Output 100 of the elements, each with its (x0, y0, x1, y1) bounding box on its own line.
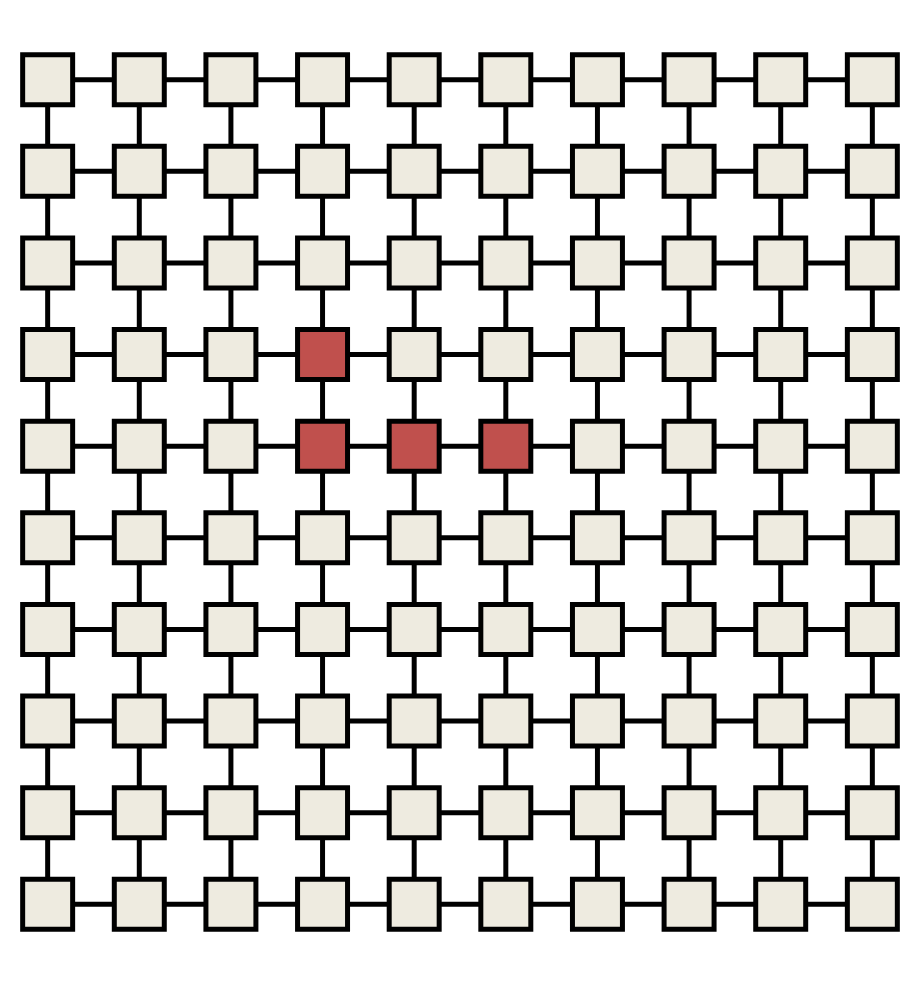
connector (714, 351, 756, 357)
node-box (386, 142, 442, 198)
connector (622, 442, 664, 448)
connector (136, 287, 142, 329)
connector (320, 287, 326, 329)
connector (778, 745, 784, 787)
node-box (386, 326, 442, 382)
node-box (20, 600, 76, 656)
node-box (844, 51, 900, 107)
connector (503, 104, 509, 145)
connector (256, 442, 298, 448)
node-box (386, 51, 442, 107)
connector (622, 76, 664, 82)
node-box (478, 784, 534, 840)
connector (320, 653, 326, 695)
node-box (661, 509, 717, 565)
node-box (753, 784, 809, 840)
connector (347, 809, 389, 815)
connector (45, 653, 51, 695)
connector (714, 76, 756, 82)
node-box (203, 417, 259, 473)
connector (411, 287, 417, 329)
connector (805, 167, 847, 173)
connector (72, 167, 114, 173)
node-box (386, 784, 442, 840)
node-box (20, 417, 76, 473)
connector (530, 625, 572, 631)
node-box (20, 784, 76, 840)
node-box (203, 600, 259, 656)
connector (805, 76, 847, 82)
connector (778, 562, 784, 604)
node-box (20, 51, 76, 107)
connector (805, 442, 847, 448)
node-box (386, 600, 442, 656)
node-box (478, 51, 534, 107)
node-box (203, 692, 259, 748)
node-box (386, 417, 442, 473)
connector (439, 167, 481, 173)
node-box (295, 142, 351, 198)
connector (347, 534, 389, 540)
node-box (295, 875, 351, 931)
connector (72, 534, 114, 540)
node-box (478, 875, 534, 931)
connector (439, 809, 481, 815)
connector (622, 534, 664, 540)
connector (228, 287, 234, 329)
node-box (111, 326, 167, 382)
connector (320, 562, 326, 604)
connector (503, 287, 509, 329)
connector (805, 717, 847, 723)
connector (805, 900, 847, 906)
connector (347, 351, 389, 357)
connector (164, 76, 206, 82)
node-box (844, 692, 900, 748)
connector (256, 809, 298, 815)
node-box (661, 600, 717, 656)
node-box (20, 509, 76, 565)
node-box (661, 234, 717, 290)
connector (164, 351, 206, 357)
connector (136, 745, 142, 787)
connector (594, 287, 600, 329)
connector (320, 378, 326, 420)
connector (686, 653, 692, 695)
node-box (20, 142, 76, 198)
connector (714, 809, 756, 815)
connector (530, 900, 572, 906)
node-box (569, 600, 625, 656)
connector (228, 653, 234, 695)
node-box (569, 326, 625, 382)
connector (72, 900, 114, 906)
node-box (569, 509, 625, 565)
connector (136, 837, 142, 878)
connector (439, 259, 481, 265)
node-box (203, 509, 259, 565)
node-box (478, 326, 534, 382)
node-box (844, 326, 900, 382)
node-box (569, 142, 625, 198)
connector (164, 167, 206, 173)
connector (320, 104, 326, 145)
connector (594, 562, 600, 604)
node-box (295, 417, 351, 473)
connector (45, 562, 51, 604)
connector (164, 442, 206, 448)
connector (503, 837, 509, 878)
connector (714, 259, 756, 265)
node-box (753, 417, 809, 473)
connector (164, 809, 206, 815)
connector (45, 470, 51, 512)
node-box (569, 784, 625, 840)
connector (164, 900, 206, 906)
connector (686, 562, 692, 604)
node-box (203, 234, 259, 290)
connector (805, 351, 847, 357)
connector (320, 195, 326, 237)
node-box (478, 509, 534, 565)
connector (778, 287, 784, 329)
connector (503, 195, 509, 237)
connector (164, 625, 206, 631)
connector (686, 195, 692, 237)
connector (622, 351, 664, 357)
